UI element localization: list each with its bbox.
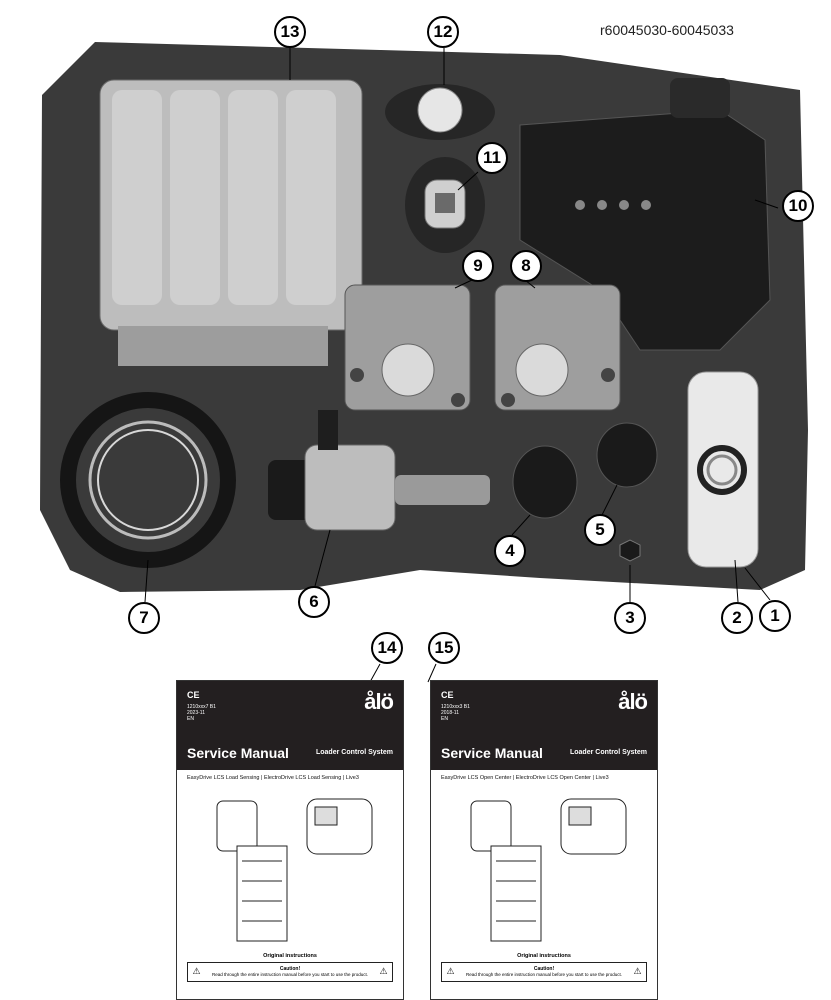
caution-box: ⚠ Caution! Read through the entire instr… [187,962,393,982]
callout-12: 12 [427,16,459,48]
callout-7: 7 [128,602,160,634]
manual-header: CE 1210xxx7 B1 2023-11 EN ålö Service Ma… [177,681,403,770]
callout-10: 10 [782,190,814,222]
cap-4 [512,445,578,519]
leader-lines [144,48,779,603]
callout-4: 4 [494,535,526,567]
manual-header: CE 1210xxx3 B1 2018-11 EN ålö Service Ma… [431,681,657,770]
seal-bag-1-2 [687,371,759,568]
warning-icon: ⚠ [192,966,201,976]
original-instructions: Original instructions [517,953,571,959]
service-manual-15: CE 1210xxx3 B1 2018-11 EN ålö Service Ma… [430,680,658,1000]
manual-subtitle: Loader Control System [569,749,647,756]
original-instructions: Original instructions [263,953,317,959]
warning-icon: ⚠ [379,966,388,976]
certification-marks: CE [187,690,200,700]
brand-logo: ålö [364,689,394,714]
manual-title: Service Manual [187,745,289,761]
brand-logo: ålö [618,689,648,714]
callout-13: 13 [274,16,306,48]
caution-box: ⚠ Caution! Read through the entire instr… [441,962,647,982]
service-manual-14: CE 1210xxx7 B1 2023-11 EN ålö Service Ma… [176,680,404,1000]
manual-subtitle: Loader Control System [315,749,393,756]
callout-5: 5 [584,514,616,546]
callout-1: 1 [759,600,791,632]
solenoid-valve-6 [268,410,490,531]
nut-3 [619,539,641,562]
warning-icon: ⚠ [446,966,455,976]
connector-12 [385,84,495,140]
control-unit-13 [99,79,363,366]
socket-11 [405,157,485,253]
doc-info: 1210xxx7 B1 2023-11 EN [187,704,216,722]
callout-15: 15 [428,632,460,664]
reference-code: r60045030-60045033 [600,22,734,38]
product-scope: EasyDrive LCS Load Sensing | ElectroDriv… [187,775,359,781]
certification-marks: CE [441,690,454,700]
cap-5 [596,422,658,488]
manual-leaders [369,663,437,683]
callout-14: 14 [371,632,403,664]
callout-3: 3 [614,602,646,634]
callout-8: 8 [510,250,542,282]
callout-2: 2 [721,602,753,634]
kit-tray-illustration [40,42,808,603]
joystick-10 [519,78,771,351]
product-scope: EasyDrive LCS Open Center | ElectroDrive… [441,775,609,781]
valve-block-8 [494,284,621,411]
cover-illustration [470,798,627,942]
doc-info: 1210xxx3 B1 2018-11 EN [441,704,470,722]
valve-block-9 [344,284,471,411]
callout-9: 9 [462,250,494,282]
manual-title: Service Manual [441,745,543,761]
cover-illustration [216,798,373,942]
warning-icon: ⚠ [633,966,642,976]
callout-6: 6 [298,586,330,618]
callout-11: 11 [476,142,508,174]
